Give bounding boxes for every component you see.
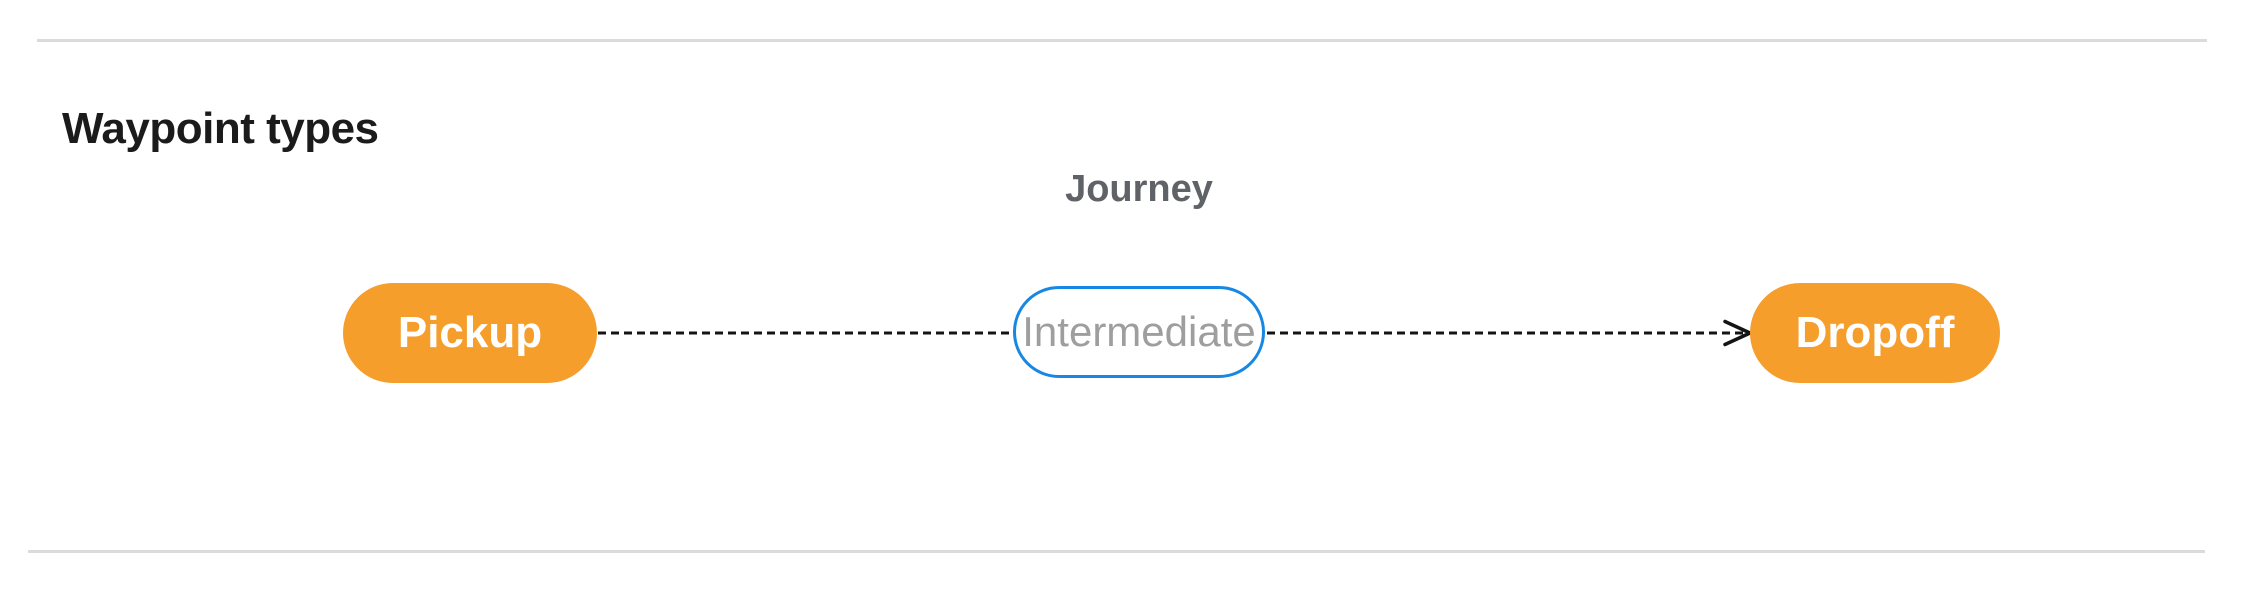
node-intermediate: Intermediate: [1013, 286, 1265, 378]
top-divider: [37, 39, 2207, 42]
node-dropoff-label: Dropoff: [1795, 308, 1955, 357]
journey-group-label: Journey: [1065, 168, 1213, 210]
bottom-divider: [28, 550, 2205, 553]
section-title: Waypoint types: [62, 103, 379, 153]
node-pickup: Pickup: [343, 283, 597, 383]
node-dropoff: Dropoff: [1750, 283, 2000, 383]
node-intermediate-label: Intermediate: [1022, 308, 1256, 355]
arrowhead-icon: [1723, 319, 1752, 347]
node-pickup-label: Pickup: [397, 308, 543, 357]
